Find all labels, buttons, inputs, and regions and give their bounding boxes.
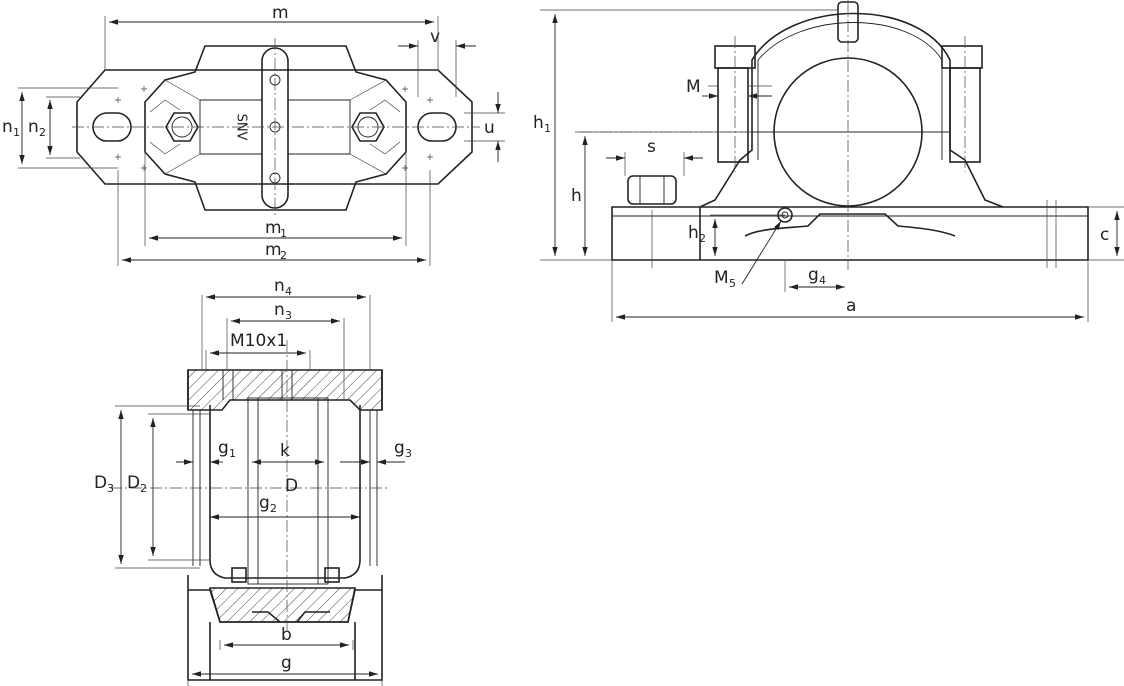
dim-g1-label: g bbox=[218, 438, 229, 458]
dim-h2-label: h bbox=[688, 223, 699, 243]
dim-m1-sub: 1 bbox=[280, 227, 287, 240]
dim-D2-sub: 2 bbox=[140, 482, 147, 495]
dim-n3-label: n bbox=[274, 300, 285, 320]
dim-D3-label: D bbox=[94, 473, 107, 493]
top-cap-inner bbox=[199, 99, 351, 155]
dim-n3-sub: 3 bbox=[285, 309, 292, 322]
dim-s-label: s bbox=[647, 137, 656, 157]
dim-D2-label: D bbox=[127, 473, 140, 493]
dim-h1-sub: 1 bbox=[544, 122, 551, 135]
dim-v-label: v bbox=[430, 27, 440, 47]
dim-h1-label: h bbox=[533, 113, 544, 133]
top-cap-outline bbox=[144, 45, 407, 211]
front-base bbox=[611, 206, 1089, 261]
section-view: n 4 n 3 M10x1 g 1 k g 3 D 3 D 2 D g 2 b … bbox=[94, 276, 412, 686]
section-cap-hatch bbox=[187, 369, 383, 411]
dim-n1-label: n bbox=[2, 117, 13, 137]
dim-h2-sub: 2 bbox=[699, 232, 706, 245]
front-housing bbox=[699, 12, 1004, 208]
top-base-outline bbox=[76, 69, 473, 185]
dim-c-label: c bbox=[1100, 225, 1109, 245]
top-view: SNV m v n 1 n 2 u m 1 m 2 bbox=[2, 3, 505, 266]
section-housing-outline bbox=[187, 370, 383, 681]
dim-m2-label: m bbox=[265, 240, 282, 260]
dim-M-label: M bbox=[686, 77, 701, 97]
dim-n4-label: n bbox=[274, 276, 285, 296]
section-bearing-seat bbox=[209, 405, 361, 579]
dim-n1-sub: 1 bbox=[13, 126, 20, 139]
dim-n2-label: n bbox=[28, 117, 39, 137]
dim-D3-sub: 3 bbox=[107, 482, 114, 495]
foot-bolt-nut bbox=[627, 175, 677, 205]
dim-a-label: a bbox=[846, 296, 856, 316]
section-base-hatch bbox=[208, 587, 356, 623]
dim-m-label: m bbox=[272, 3, 289, 23]
dim-u-label: u bbox=[484, 118, 495, 138]
dim-M5-sub: 5 bbox=[729, 277, 736, 290]
dim-b-label: b bbox=[281, 625, 292, 645]
dim-m2-sub: 2 bbox=[280, 249, 287, 262]
section-lube-holes bbox=[222, 370, 293, 400]
dim-D-label: D bbox=[285, 476, 298, 496]
front-view: h 1 M s h h 2 M 5 g 4 c a bbox=[533, 0, 1124, 322]
dim-n4-sub: 4 bbox=[285, 285, 292, 298]
dim-g-label: g bbox=[281, 653, 292, 673]
bottom-recess bbox=[744, 213, 956, 237]
dim-h-label: h bbox=[571, 186, 582, 206]
dim-g4-label: g bbox=[808, 265, 819, 285]
dim-g1-sub: 1 bbox=[229, 447, 236, 460]
dim-m1-label: m bbox=[265, 218, 282, 238]
dim-g4-sub: 4 bbox=[819, 274, 826, 287]
dim-M5-label: M bbox=[714, 268, 729, 288]
dim-M10x1-label: M10x1 bbox=[230, 331, 287, 351]
dim-k-label: k bbox=[280, 441, 290, 461]
section-inner-sleeve bbox=[247, 397, 329, 585]
dim-n2-sub: 2 bbox=[39, 126, 46, 139]
dim-g2-sub: 2 bbox=[270, 502, 277, 515]
dim-g3-sub: 3 bbox=[405, 447, 412, 460]
dim-g2-label: g bbox=[259, 493, 270, 513]
dim-g3-label: g bbox=[394, 438, 405, 458]
